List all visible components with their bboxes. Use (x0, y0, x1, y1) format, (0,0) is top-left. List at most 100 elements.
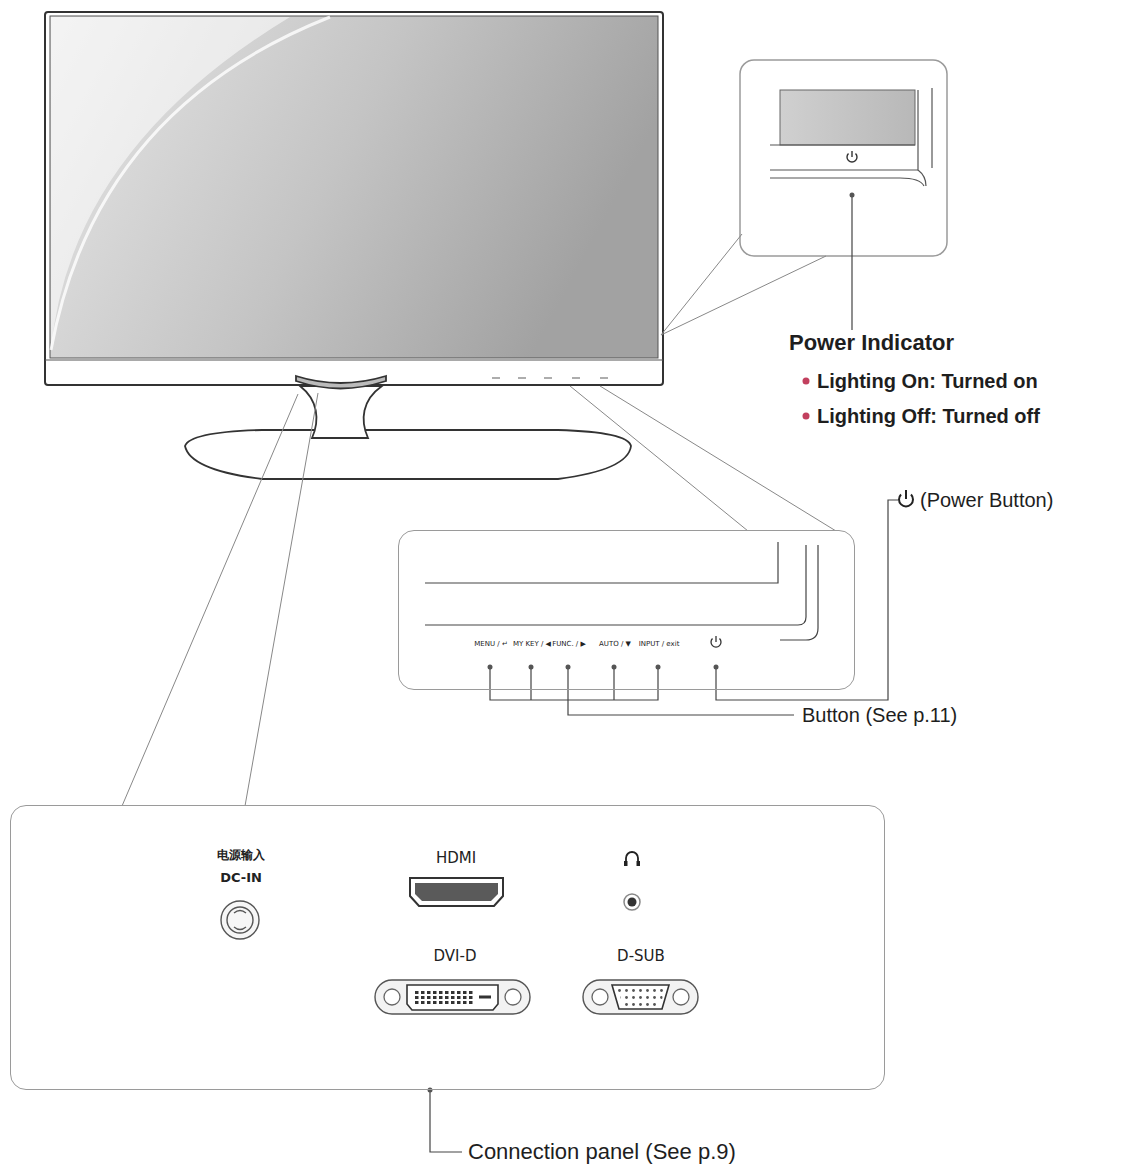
leader-line (490, 669, 794, 715)
power-symbol (899, 490, 913, 506)
monitor-body (572, 377, 580, 378)
d-sub-port (617, 987, 666, 994)
monitor-body (544, 377, 552, 378)
dvi-port (384, 989, 400, 1005)
button-zoom (780, 545, 818, 640)
callout-note: Lighting Off: Turned off (817, 405, 1040, 428)
d-sub-port (583, 980, 698, 1014)
button-zoom (425, 545, 806, 625)
dc-in-jack (234, 911, 246, 930)
button-label: FUNC. / ▶ (552, 640, 586, 648)
port-label: 电源输入 (217, 849, 265, 863)
port-label: D-SUB (617, 948, 665, 965)
power-indicator-zoom (847, 151, 857, 162)
power-indicator-zoom (661, 60, 947, 335)
monitor-body (492, 377, 500, 378)
button-zoom (566, 665, 571, 670)
power-indicator-zoom (770, 178, 924, 186)
button-zoom (425, 542, 778, 583)
monitor-body (51, 17, 330, 350)
button-zoom (656, 665, 661, 670)
callout-title: Power Indicator (789, 330, 954, 355)
callout-label: (Power Button) (920, 489, 1053, 512)
connection-zoom (10, 805, 885, 1090)
power-indicator-zoom (770, 144, 915, 145)
hdmi-port (410, 878, 503, 906)
d-sub-port (583, 980, 698, 1014)
bullet (803, 378, 810, 385)
monitor-stand (185, 430, 631, 479)
leader-line (430, 1092, 462, 1152)
button-label: MY KEY / ◀ (513, 640, 551, 648)
d-sub-port (592, 989, 608, 1005)
callout-label: Connection panel (See p.9) (468, 1139, 736, 1164)
dvi-port (407, 985, 498, 1010)
power-indicator-zoom (740, 60, 947, 256)
power-indicator-zoom (851, 197, 852, 330)
monitor-body (518, 377, 526, 378)
d-sub-port (621, 994, 663, 1001)
bullet (803, 413, 810, 420)
power-indicator-zoom (931, 88, 932, 168)
monitor-body (600, 377, 608, 378)
port-label: DC-IN (220, 871, 262, 886)
button-zoom (529, 665, 534, 670)
monitor-body (45, 12, 663, 385)
dvi-port (479, 996, 491, 999)
connection-zoom (122, 394, 298, 806)
connection-panel: 电源输入 DC-IN HDMI DVI-D D-SUB (10, 805, 885, 1090)
dc-in-jack (227, 907, 253, 933)
power-indicator-zoom (661, 234, 742, 335)
power-indicator-zoom (770, 169, 918, 170)
monitor-body (45, 360, 663, 361)
dc-in-jack (221, 901, 259, 939)
connection-zoom (245, 393, 318, 806)
headphone-jack (624, 894, 640, 910)
d-sub-port (673, 989, 689, 1005)
connection-zoom (10, 393, 885, 1093)
button-label: INPUT / exit (639, 640, 680, 648)
callout-note: Lighting On: Turned on (817, 370, 1038, 393)
monitor-stand (300, 386, 382, 438)
button-zoom (570, 386, 748, 531)
dvi-port (375, 980, 530, 1014)
headphone-jack (624, 861, 628, 866)
headphone-jack (637, 861, 641, 866)
power-indicator-zoom (661, 256, 826, 335)
power-indicator-zoom (780, 90, 915, 145)
d-sub-port (612, 985, 669, 1009)
port-label: HDMI (436, 850, 476, 867)
button-zoom (398, 530, 855, 690)
monitor-stand (296, 376, 386, 389)
button-zoom (488, 665, 719, 670)
dc-in-jack (221, 901, 259, 939)
headphone-jack (626, 852, 638, 864)
button-zoom (714, 665, 719, 670)
connection-zoom (428, 1088, 433, 1093)
button-zoom (488, 665, 493, 670)
monitor-body (50, 16, 658, 358)
power-symbol (899, 490, 913, 506)
hdmi-port (415, 883, 498, 901)
monitor-body (45, 12, 663, 385)
bullet (803, 378, 810, 420)
button-label: MENU / ↵ (474, 640, 508, 648)
power-indicator-zoom (850, 193, 855, 198)
power-indicator-zoom (918, 90, 926, 186)
callout-label: Button (See p.11) (802, 704, 957, 727)
button-label: AUTO / ▼ (599, 640, 631, 648)
button-zoom (711, 636, 721, 647)
dvi-port (375, 980, 530, 1014)
monitor-stand (185, 376, 631, 479)
button-zoom (398, 386, 855, 690)
button-panel: MENU / ↵ MY KEY / ◀FUNC. / ▶ AUTO / ▼ INPUT… (398, 530, 855, 690)
monitor-body (492, 377, 608, 378)
d-sub-port (624, 1001, 659, 1008)
headphone-jack (624, 852, 640, 910)
hdmi-port (410, 878, 503, 906)
button-zoom (600, 386, 836, 531)
port-label: DVI-D (434, 948, 477, 965)
